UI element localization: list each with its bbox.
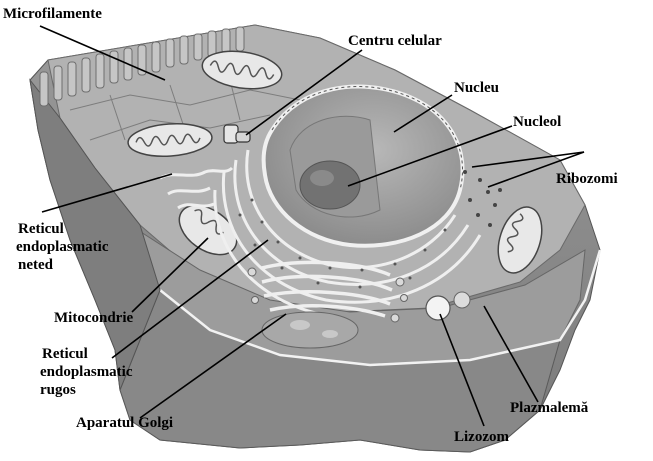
mitochondrion-lower (178, 204, 238, 256)
label-microfilamente: Microfilamente (3, 6, 102, 22)
nucleolus (299, 160, 361, 210)
leader-microfilamente (39, 25, 166, 81)
mitochondrion-top (201, 50, 283, 90)
leader-nucleu (393, 94, 453, 133)
label-plazmalema: Plazmalemă (510, 400, 589, 416)
label-reticul-rugos-3: rugos (40, 382, 76, 398)
rough-er-dots (238, 198, 447, 289)
label-reticul-neted-1: Reticul (18, 221, 64, 237)
leader-ribozomi-1 (471, 151, 585, 168)
nucleus (261, 84, 465, 248)
leader-nucleol (347, 125, 513, 187)
microvilli (39, 26, 245, 107)
label-reticul-neted-3: neted (18, 257, 54, 273)
smooth-endoplasmic-reticulum (159, 166, 234, 210)
golgi-vesicles (247, 267, 408, 323)
leader-reticul-rugos (111, 239, 269, 359)
label-centru-celular: Centru celular (348, 33, 442, 49)
label-ribozomi: Ribozomi (556, 171, 618, 187)
label-nucleol: Nucleol (513, 114, 561, 130)
leader-reticul-neted (41, 173, 173, 213)
mitochondrion-right (497, 206, 543, 274)
leader-lines (39, 25, 585, 427)
leader-plazmalema (483, 305, 539, 403)
leader-mitocondrie (131, 237, 209, 313)
leader-lizozom (439, 313, 485, 427)
lysosome (425, 291, 471, 321)
golgi-apparatus (261, 260, 393, 318)
lower-vesicles (261, 311, 359, 349)
labels: Microfilamente Centru celular Nucleu Nuc… (3, 6, 618, 445)
label-reticul-neted-2: endoplasmatic (16, 239, 109, 255)
mitochondrion-left (127, 123, 213, 157)
centrosome (223, 124, 251, 144)
label-lizozom: Lizozom (454, 429, 509, 445)
leader-ribozomi-2 (487, 151, 585, 188)
leader-centru-celular (245, 49, 363, 136)
label-reticul-rugos-2: endoplasmatic (40, 364, 133, 380)
ribosomes (463, 170, 502, 227)
label-aparatul-golgi: Aparatul Golgi (76, 415, 173, 431)
leader-aparatul-golgi (139, 313, 287, 419)
label-reticul-rugos-1: Reticul (42, 346, 88, 362)
label-mitocondrie: Mitocondrie (54, 310, 133, 326)
label-nucleu: Nucleu (454, 80, 499, 96)
